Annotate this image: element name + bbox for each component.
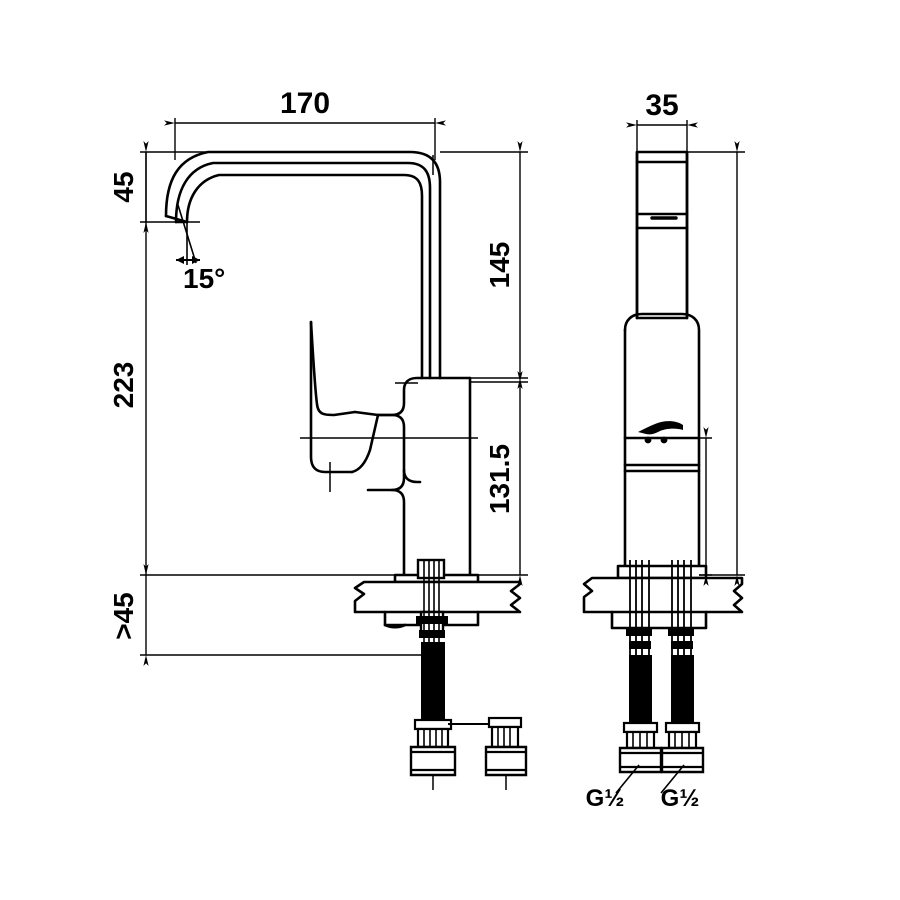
- inlet-thread-leaders: [615, 764, 685, 794]
- dimension-label-223: 223: [108, 362, 139, 409]
- lever-handle: [309, 320, 380, 474]
- flexible-hoses-side: [618, 655, 705, 774]
- dimension-body-height: [470, 371, 528, 586]
- side-view-reference-dims: [687, 141, 745, 586]
- countertop-and-escutcheon-side: [582, 564, 744, 630]
- mounting-shank-front: [416, 558, 448, 660]
- spout-inner-line: [185, 173, 424, 380]
- dimension-label-170: 170: [280, 87, 330, 120]
- dimension-label-131-5: 131.5: [484, 444, 515, 514]
- spout-mid-line: [174, 161, 432, 380]
- front-view-centrelines: [300, 155, 478, 492]
- dimension-spout-reach: [164, 118, 446, 160]
- dimension-countertop-clearance: [140, 564, 425, 666]
- mounting-shanks-side: [626, 560, 694, 660]
- angle-callout-15deg: [176, 204, 200, 265]
- inlet-label-left: G½: [586, 785, 625, 812]
- inlet-label-right: G½: [661, 785, 700, 812]
- dimension-label-min-45: >45: [108, 592, 139, 640]
- second-inlet-front: [448, 716, 528, 790]
- dimension-label-35: 35: [645, 89, 678, 122]
- faucet-body: [353, 376, 472, 577]
- side-view: [623, 150, 701, 577]
- dimension-total-height: [140, 152, 400, 576]
- dimension-label-45-top: 45: [108, 171, 139, 202]
- dimension-label-145: 145: [484, 242, 515, 289]
- lever-arrow-icon: [638, 421, 683, 444]
- dimension-label-15deg: 15°: [183, 263, 225, 294]
